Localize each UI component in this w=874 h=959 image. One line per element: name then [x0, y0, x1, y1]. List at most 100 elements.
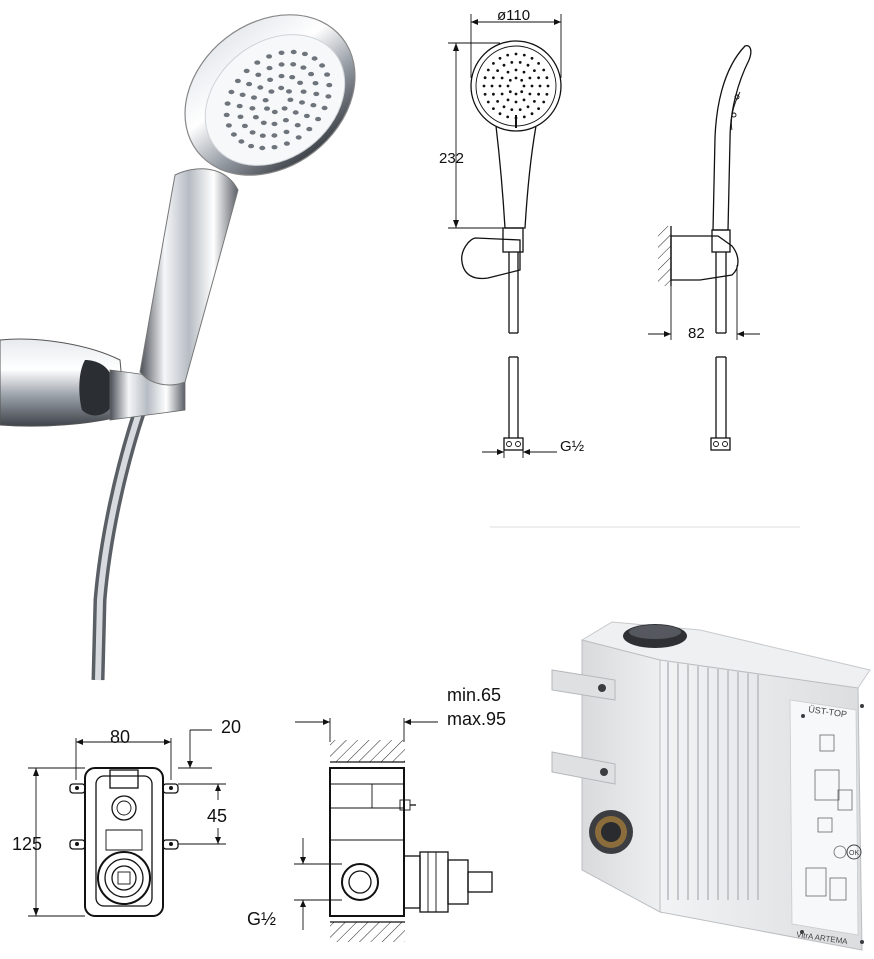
nozzle-dot [537, 62, 540, 65]
nozzle-dot [271, 133, 278, 138]
nozzle-dot [533, 100, 536, 103]
nozzle-dot [312, 81, 319, 86]
nozzle-dot [311, 56, 318, 61]
nozzle-dot [249, 130, 256, 135]
box-height-label: 125 [12, 834, 42, 854]
nozzle-dot [271, 121, 278, 127]
nozzle-dot [522, 70, 526, 74]
nozzle-dot [271, 109, 278, 115]
nozzle-dot [294, 123, 301, 128]
nozzle-dot [514, 92, 518, 96]
nozzle-dot [506, 115, 510, 119]
nozzle-dot [325, 94, 332, 99]
box-spacing-label: 45 [207, 806, 227, 826]
depth-max-label: max.95 [447, 709, 506, 729]
wall-offset-label: 82 [688, 325, 705, 342]
box-front-drawing [69, 767, 179, 917]
nozzle-dot [249, 106, 256, 111]
nozzle-dot [506, 84, 510, 88]
nozzle-dot [278, 73, 285, 79]
nozzle-dot [299, 100, 305, 105]
nozzle-dot [236, 103, 243, 109]
nozzle-dot [281, 106, 288, 111]
nozzle-dot [528, 92, 532, 96]
nozzle-dot [225, 123, 232, 128]
nozzle-dot [319, 63, 326, 68]
nozzle-dot [251, 95, 257, 100]
nozzle-dot [289, 75, 296, 80]
box-offset-dimension: 20 [178, 717, 241, 800]
concealed-box-photo: ÜST-TOP VitrA ARTEMA OK [551, 621, 871, 951]
nozzle-dot [518, 108, 522, 111]
nozzle-dot [308, 71, 315, 77]
nozzle-dot [537, 107, 540, 110]
nozzle-dot [287, 97, 294, 103]
handset-side-drawing [658, 44, 752, 451]
nozzle-dot [223, 112, 230, 118]
box-section-drawing [329, 740, 493, 942]
box-thread-label: G½ [247, 909, 276, 929]
nozzle-dot [292, 110, 299, 115]
nozzle-dot [243, 68, 250, 74]
nozzle-dot [268, 89, 275, 94]
nozzle-dot [545, 92, 549, 96]
nozzle-dot [498, 56, 502, 60]
nozzle-dot [514, 68, 518, 72]
nozzle-dot [537, 92, 540, 96]
hand-shower-photo [0, 14, 356, 681]
nozzle-dot [300, 89, 307, 94]
nozzle-dot [490, 84, 494, 88]
nozzle-dot [321, 105, 328, 111]
nozzle-dot [520, 90, 524, 94]
nozzle-dot [530, 56, 534, 60]
nozzle-dot [526, 63, 530, 67]
nozzle-dot [508, 78, 512, 82]
wall-offset-dimension: 82 [648, 265, 760, 342]
nozzle-dot [526, 105, 530, 109]
nozzle-dot [530, 84, 534, 88]
nozzle-dot [498, 112, 502, 116]
nozzle-dot [315, 116, 322, 122]
nozzle-dot [520, 78, 524, 82]
nozzle-dot [518, 61, 522, 64]
nozzle-dot [542, 68, 546, 72]
nozzle-dot [496, 69, 499, 72]
nozzle-dot [252, 115, 259, 120]
nozzle-dot [522, 115, 526, 119]
nozzle-dot [486, 100, 490, 104]
nozzle-dot [246, 81, 253, 87]
nozzle-dot [278, 62, 285, 67]
nozzle-dot [313, 91, 320, 97]
nozzle-dot [228, 89, 235, 95]
diameter-label: ø110 [497, 7, 530, 24]
length-label: 232 [439, 150, 464, 167]
nozzle-dot [224, 101, 231, 106]
box-width-dimension: 80 [75, 727, 172, 780]
nozzle-dot [295, 135, 302, 140]
nozzle-dot [286, 89, 292, 94]
box-ribs [667, 662, 759, 900]
nozzle-dot [260, 120, 267, 126]
nozzle-dot [502, 105, 506, 109]
nozzle-dot [259, 145, 266, 151]
nozzle-dot [230, 132, 237, 137]
box-spacing-dimension: 45 [178, 806, 227, 845]
nozzle-dot [300, 65, 307, 70]
box-thread-dimension: G½ [247, 838, 342, 930]
nozzle-dot [530, 112, 534, 116]
nozzle-dot [483, 92, 487, 96]
nozzle-dot [283, 129, 290, 135]
nozzle-dot [537, 76, 540, 80]
nozzle-dot [492, 62, 495, 65]
nozzle-dot [278, 85, 285, 91]
nozzle-dot [257, 85, 264, 90]
nozzle-dot [528, 76, 532, 80]
box-width-label: 80 [110, 727, 130, 747]
nozzle-dot [266, 54, 273, 59]
nozzle-dot [522, 84, 526, 88]
nozzle-dot [482, 84, 486, 88]
nozzle-dot [264, 106, 270, 111]
nozzle-dot [498, 84, 502, 88]
nozzle-dot [254, 60, 261, 65]
